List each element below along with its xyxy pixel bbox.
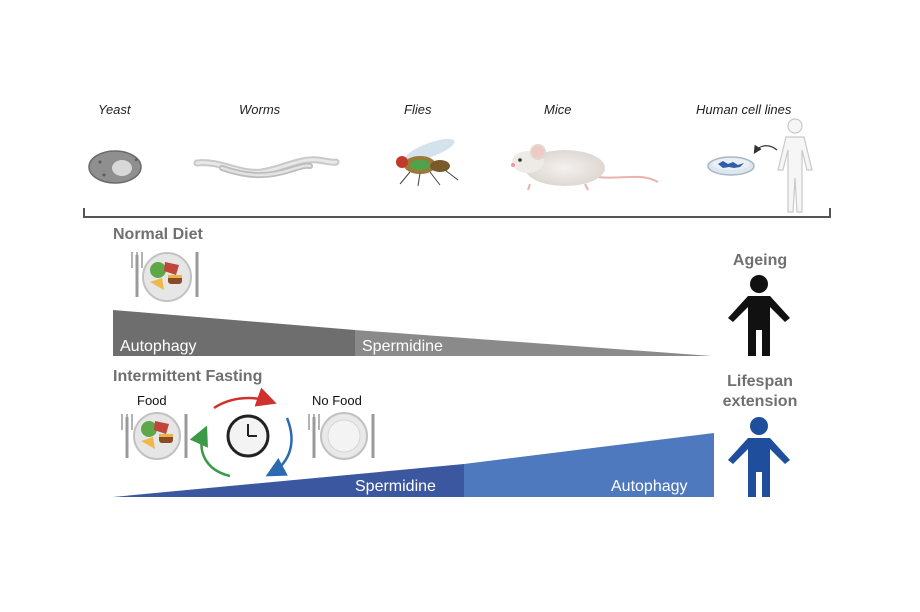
mouse-icon <box>511 144 659 191</box>
ageing-label: Ageing <box>732 252 788 269</box>
organism-bracket <box>83 208 831 218</box>
human-cell-lines-icon <box>707 118 813 213</box>
if-autophagy-label: Autophagy <box>611 478 688 495</box>
organism-label-flies: Flies <box>404 102 432 117</box>
food-label: Food <box>137 393 167 408</box>
fly-icon <box>396 138 459 187</box>
yeast-cell-icon <box>88 150 142 184</box>
person-icon-ageing <box>728 275 790 356</box>
intermittent-fasting-title: Intermittent Fasting <box>113 368 263 385</box>
empty-plate-icon <box>308 412 375 460</box>
organism-label-mice: Mice <box>544 102 572 117</box>
no-food-label: No Food <box>312 393 362 408</box>
normal-diet-title: Normal Diet <box>113 226 203 243</box>
organism-label-human-cell-lines: Human cell lines <box>696 102 792 117</box>
if-spermidine-label: Spermidine <box>355 478 436 495</box>
cycle-arrow-top <box>213 387 277 410</box>
cycle-arrow-right <box>265 417 293 477</box>
cycle-arrow-left <box>189 425 231 478</box>
organism-label-yeast: Yeast <box>98 102 131 117</box>
intermittent-fasting-wedge <box>113 433 714 497</box>
worm-icon <box>193 156 340 179</box>
lifespan-extension-label: Lifespan extension <box>722 373 798 410</box>
normal-diet-autophagy-label: Autophagy <box>120 338 197 355</box>
normal-diet-wedge <box>113 310 712 356</box>
food-plate-icon <box>131 252 199 302</box>
normal-diet-spermidine-label: Spermidine <box>362 338 443 355</box>
food-plate-icon-if <box>121 412 188 460</box>
person-icon-lifespan <box>728 417 790 497</box>
clock-icon <box>226 414 270 458</box>
organism-label-worms: Worms <box>239 102 281 117</box>
